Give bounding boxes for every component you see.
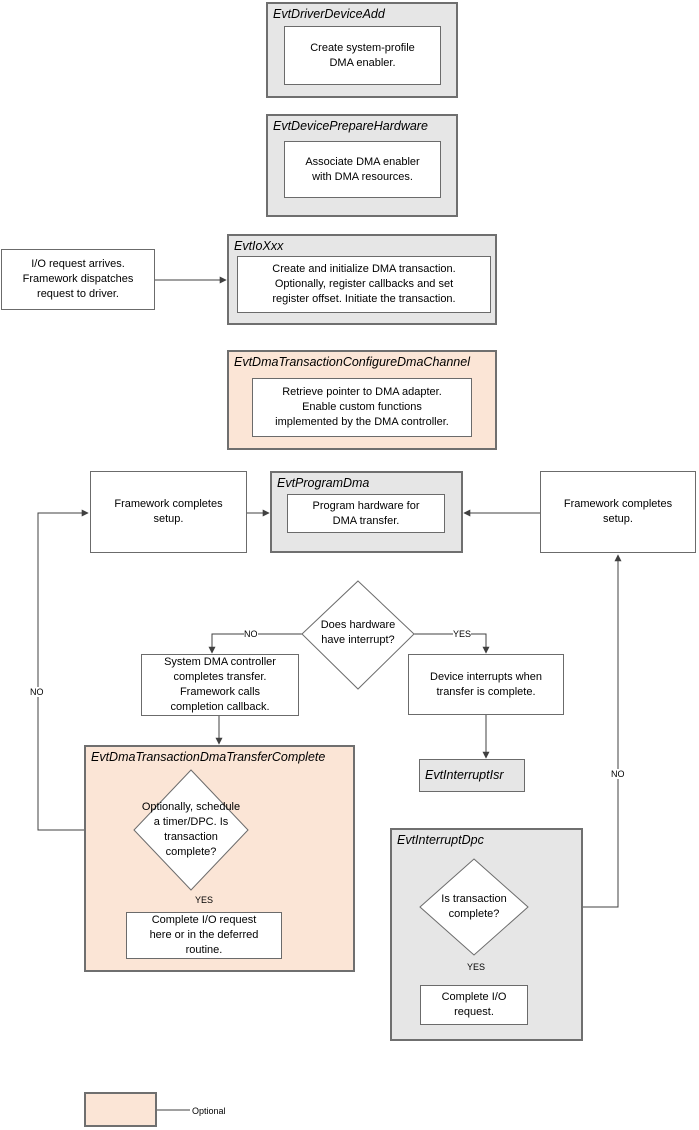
- stage-title: EvtDmaTransactionDmaTransferComplete: [91, 750, 326, 764]
- stage-title: EvtInterruptDpc: [397, 833, 484, 847]
- stage-title: EvtDriverDeviceAdd: [273, 7, 385, 21]
- stage-title: EvtInterruptIsr: [425, 768, 504, 782]
- stage-title: EvtDevicePrepareHardware: [273, 119, 428, 133]
- label-no-right-loop: NO: [611, 769, 625, 779]
- label-no-branch: NO: [244, 629, 258, 639]
- step-complete-io-request: Complete I/O request.: [420, 985, 528, 1025]
- node-framework-setup-left: Framework completes setup.: [90, 471, 247, 553]
- step-program-hardware: Program hardware for DMA transfer.: [287, 494, 445, 533]
- step-associate-dma-enabler: Associate DMA enabler with DMA resources…: [284, 141, 441, 198]
- label-yes-branch: YES: [453, 629, 472, 639]
- node-framework-setup-right: Framework completes setup.: [540, 471, 696, 553]
- arrow-no-to-system-dma: [208, 633, 302, 654]
- step-retrieve-dma-adapter: Retrieve pointer to DMA adapter. Enable …: [252, 378, 472, 437]
- stage-interrupt-isr: EvtInterruptIsr: [419, 759, 525, 792]
- stage-title: EvtProgramDma: [277, 476, 370, 490]
- label-no-left-loop: NO: [30, 687, 44, 697]
- decision-diamond-hw-interrupt: [301, 580, 415, 690]
- decision-dpc-text: Is transaction complete?: [441, 893, 507, 920]
- arrow-yes-to-device-interrupts: [414, 633, 490, 654]
- node-device-interrupts: Device interrupts when transfer is compl…: [408, 654, 564, 715]
- legend-label: Optional: [192, 1106, 226, 1116]
- step-create-dma-transaction: Create and initialize DMA transaction. O…: [237, 256, 491, 313]
- decision-hw-interrupt-text: Does hardware have interrupt?: [320, 619, 396, 646]
- stage-title: EvtIoXxx: [234, 239, 284, 253]
- step-complete-io-request-deferred: Complete I/O request here or in the defe…: [126, 912, 282, 959]
- decision-transfer-complete-text: Optionally, schedule a timer/DPC. Is tra…: [141, 801, 241, 858]
- label-yes-dpc: YES: [467, 962, 486, 972]
- node-io-request-arrives: I/O request arrives. Framework dispatche…: [1, 249, 155, 310]
- node-system-dma-controller: System DMA controller completes transfer…: [141, 654, 299, 716]
- label-yes-transfer: YES: [195, 895, 214, 905]
- legend-swatch-optional: [84, 1092, 157, 1127]
- step-create-dma-enabler: Create system-profile DMA enabler.: [284, 26, 441, 85]
- stage-title: EvtDmaTransactionConfigureDmaChannel: [234, 355, 470, 369]
